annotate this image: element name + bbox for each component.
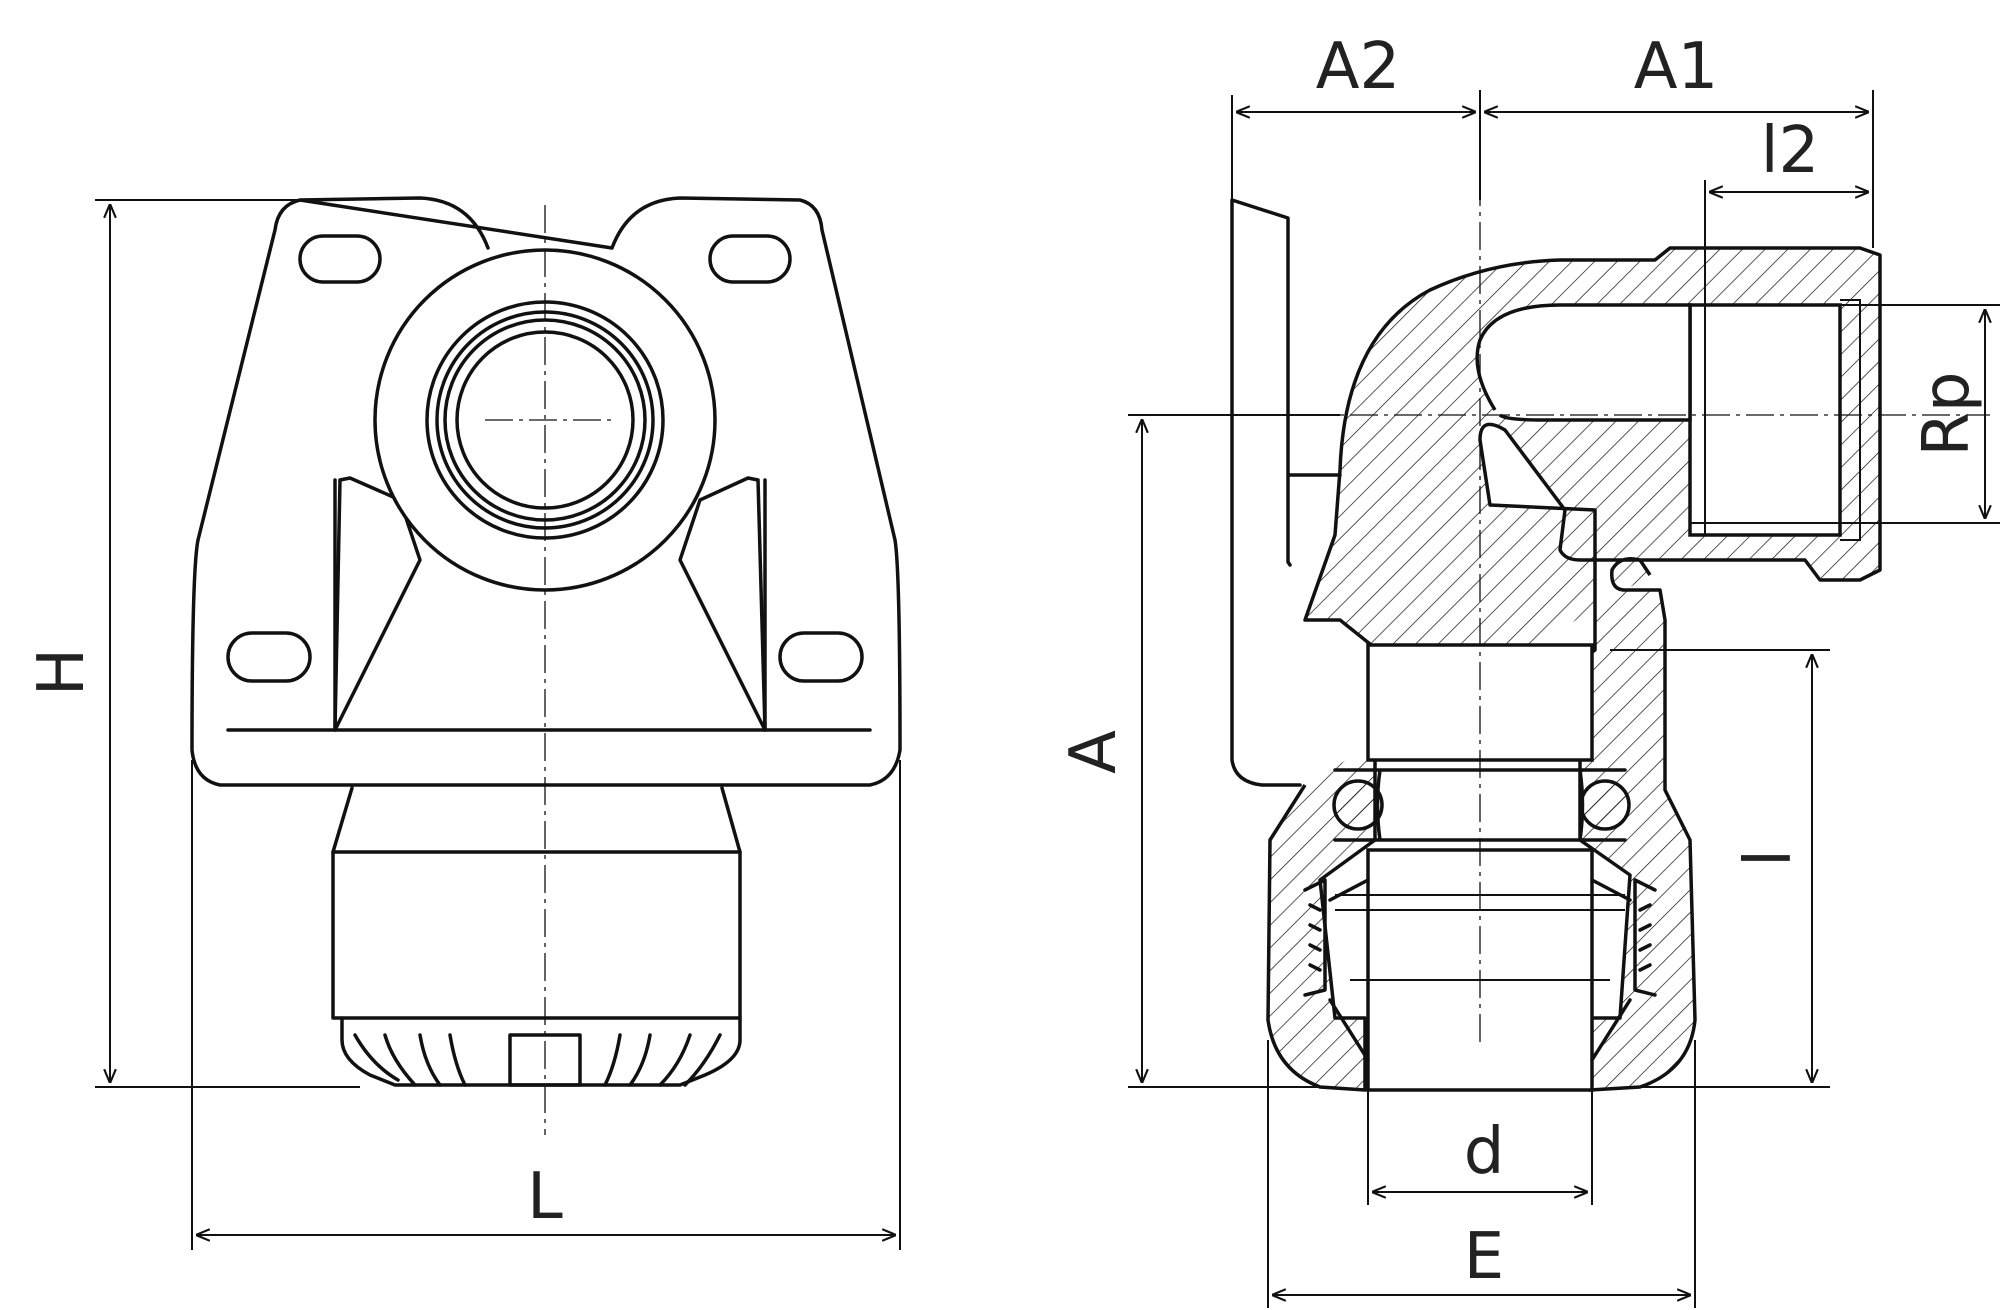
grip-ring-section-right (1590, 878, 1657, 1062)
screw-slot-top-right (708, 234, 792, 284)
o-ring-left (1332, 779, 1384, 831)
l2-dimension-label: l2 (1761, 114, 1820, 188)
waterway-vertical (1366, 643, 1594, 762)
l-small-dimension-label: l (1732, 849, 1806, 867)
waterway-bore (1475, 303, 1692, 422)
o-ring-right (1579, 779, 1631, 831)
a1-dimension-label: A1 (1634, 30, 1719, 104)
grip-ring-section-left (1303, 878, 1370, 1062)
screw-slot-top-left (298, 234, 382, 284)
wall-plate-profile (1230, 198, 1342, 787)
d-dimension-label: d (1464, 1115, 1505, 1189)
h-dimension-label: H (25, 648, 99, 696)
screw-slot-bottom-left (226, 631, 312, 683)
section-view: A2 A1 l2 Rp A l d E (1057, 30, 2000, 1308)
mounting-plate (190, 196, 902, 787)
a2-dimension-label: A2 (1316, 30, 1401, 104)
l-dimension-label: L (527, 1160, 563, 1234)
a-dimension-label: A (1057, 730, 1131, 774)
plate-rib-right (678, 476, 767, 732)
screw-slot-bottom-right (778, 631, 864, 683)
grip-teeth (353, 1033, 722, 1087)
outlet-bore (455, 330, 635, 510)
front-view: H L (25, 196, 902, 1250)
e-dimension-label: E (1464, 1220, 1504, 1294)
rp-dimension-label: Rp (1910, 371, 1984, 456)
outlet-bore-section (1688, 303, 1842, 537)
grip-ring (340, 1016, 742, 1087)
press-body (331, 786, 742, 1020)
outlet-thread-lines (1704, 299, 1861, 541)
